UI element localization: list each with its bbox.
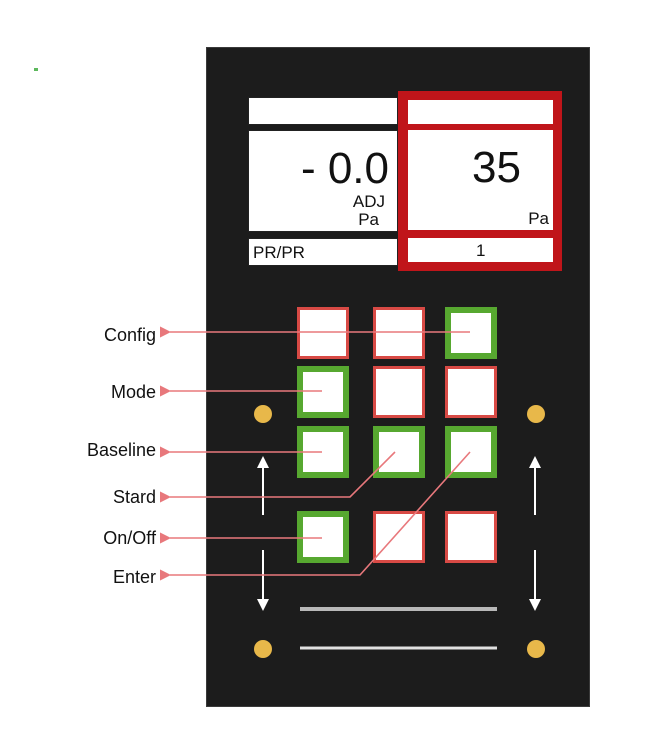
label-enter: Enter xyxy=(112,567,156,587)
keypad-key-r1-c1[interactable] xyxy=(297,307,349,359)
keypad-key-r4-c2[interactable] xyxy=(373,511,425,563)
callout-stard xyxy=(159,451,396,503)
callout-enter xyxy=(159,451,471,581)
label-stard: Stard xyxy=(112,487,156,507)
label-baseline: Baseline xyxy=(86,440,156,460)
label-onoff: On/Off xyxy=(103,528,156,548)
led-top-right xyxy=(527,405,545,423)
bottom-left-text: PR/PR xyxy=(253,243,305,262)
keypad-key-r3-c2[interactable] xyxy=(373,426,425,478)
keypad-key-r4-c1[interactable] xyxy=(297,511,349,563)
left-unit: Pa xyxy=(358,210,379,229)
display-bottom-right-cell: 1 xyxy=(408,238,553,262)
keypad-key-r2-c2[interactable] xyxy=(373,366,425,418)
display-right-main: 35 Pa xyxy=(408,130,553,230)
keypad-key-r2-c1[interactable] xyxy=(297,366,349,418)
left-value: - 0.0 xyxy=(300,144,389,193)
led-top-left xyxy=(254,405,272,423)
right-value: 35 xyxy=(472,143,521,192)
label-config: Config xyxy=(103,325,156,345)
display-left-main: - 0.0 ADJ Pa xyxy=(248,130,398,232)
left-mode: ADJ xyxy=(352,192,385,211)
led-bottom-left xyxy=(254,640,272,658)
display-top-right-cell xyxy=(408,100,553,124)
bottom-right-text: 1 xyxy=(476,241,486,260)
led-bottom-right xyxy=(527,640,545,658)
right-unit: Pa xyxy=(528,209,549,228)
display-bottom-left-cell: PR/PR xyxy=(248,238,398,266)
keypad-key-r2-c3[interactable] xyxy=(445,366,497,418)
label-mode: Mode xyxy=(110,382,156,402)
keypad-key-r1-c3[interactable] xyxy=(445,307,497,359)
keypad-key-r1-c2[interactable] xyxy=(373,307,425,359)
stray-dot xyxy=(34,68,38,71)
keypad-key-r4-c3[interactable] xyxy=(445,511,497,563)
display-top-left-cell xyxy=(248,97,398,125)
